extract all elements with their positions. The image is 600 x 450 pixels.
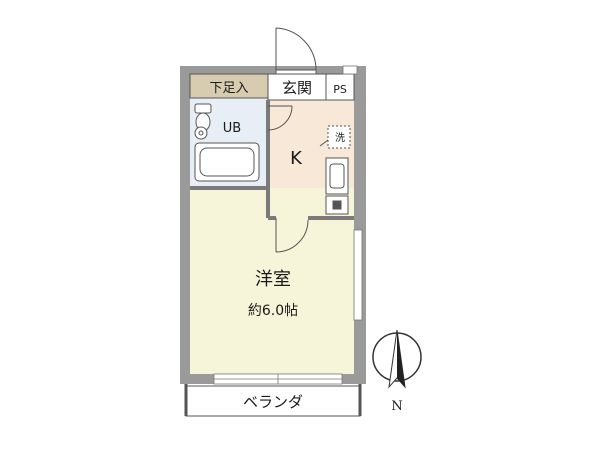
corner-window (342, 65, 358, 75)
side-window (353, 229, 363, 321)
balcony-window (213, 373, 343, 385)
north-label: N (391, 399, 402, 414)
balcony-label: ベランダ (243, 393, 303, 411)
unit-bath-label: UB (223, 121, 241, 136)
entrance-label: 玄関 (282, 79, 312, 97)
pipe-space-label: PS (333, 83, 347, 96)
entrance-door (275, 27, 317, 75)
western-room-size-label: 約6.0帖 (248, 303, 298, 319)
shoe-storage-label: 下足入 (209, 81, 248, 96)
kitchen-label: K (290, 148, 303, 169)
washer-label: 洗 (335, 132, 345, 144)
washer-space (327, 125, 351, 149)
room-door (275, 218, 309, 253)
north-compass-icon (372, 329, 422, 389)
western-room-label: 洋室 (255, 269, 291, 290)
bathtub-icon (194, 142, 260, 182)
kitchen-sink-icon (325, 157, 349, 195)
washer-pointer (319, 139, 329, 147)
toilet-icon (194, 103, 212, 132)
bath-door (267, 105, 293, 131)
stove-icon (325, 195, 349, 215)
pipe-space-area (325, 73, 355, 101)
basin-icon (194, 126, 208, 140)
shoe-storage-area (189, 73, 269, 99)
